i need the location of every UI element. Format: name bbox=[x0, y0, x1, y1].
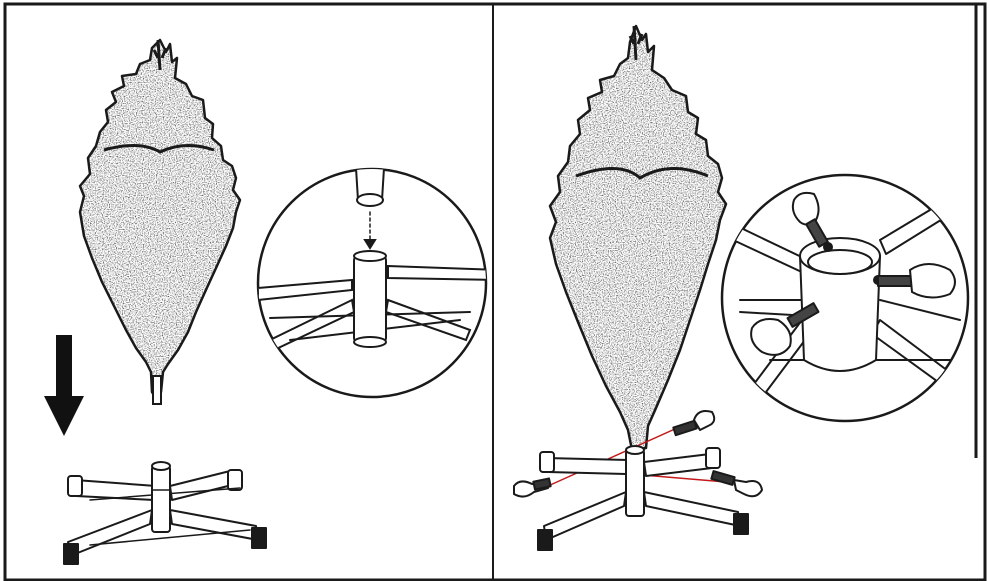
tree-top-section bbox=[80, 40, 240, 404]
foliage-silhouette bbox=[550, 26, 726, 450]
screw-detail-zoom bbox=[716, 175, 986, 421]
tree-stand bbox=[64, 462, 266, 564]
down-arrow-icon bbox=[44, 335, 84, 436]
tree-stand bbox=[538, 446, 748, 550]
tree-pole-bottom bbox=[153, 376, 161, 404]
step-1-panel bbox=[44, 40, 500, 564]
screw-left-icon bbox=[514, 478, 551, 496]
foliage-silhouette bbox=[80, 40, 240, 398]
screw-right-icon bbox=[711, 471, 762, 496]
screw-top-icon bbox=[673, 411, 714, 435]
stand-detail-zoom bbox=[258, 168, 500, 397]
step-2-panel bbox=[514, 26, 986, 550]
tree-top-section bbox=[550, 26, 726, 450]
